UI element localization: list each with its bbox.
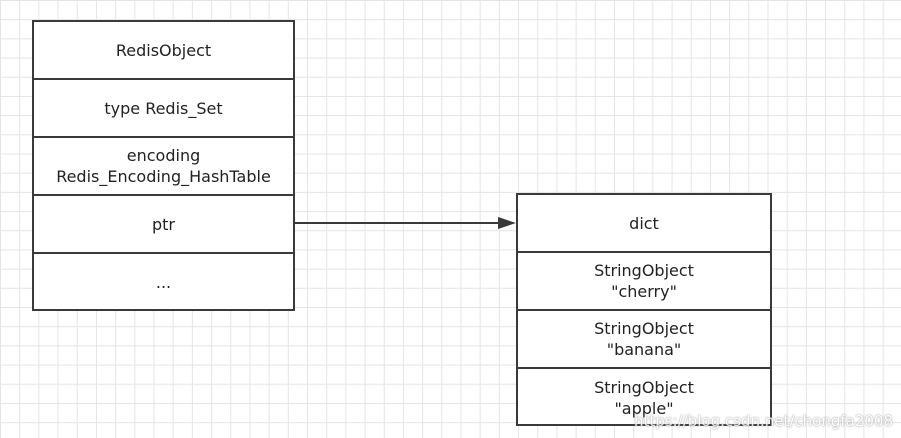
dict-box: dict StringObject "cherry" StringObject … [516,193,772,426]
ellipsis-field-label: ... [155,273,172,292]
encoding-field-label: encoding [126,146,201,165]
dict-title: dict [629,213,659,233]
string-object-apple: StringObject "apple" [518,369,770,426]
string-object-type: StringObject [594,319,694,338]
ptr-field: ptr [34,196,293,254]
type-field-label: type Redis_Set [104,98,223,118]
string-object-type: StringObject [594,377,694,397]
watermark: https://blog.csdn.net/chongfa2008 [633,412,893,430]
string-object-value: "banana" [606,340,682,359]
ptr-field-label: ptr [151,214,175,234]
string-object-value: "cherry" [611,282,677,301]
string-object-value: "apple" [614,398,674,418]
redis-object-title: RedisObject [115,40,212,60]
type-field: type Redis_Set [34,80,293,138]
string-object-type: StringObject [594,261,694,280]
encoding-field-value: Redis_Encoding_HashTable [56,167,271,186]
string-object-banana: StringObject "banana" [518,311,770,369]
redis-object-box: RedisObject type Redis_Set encoding Redi… [32,20,295,311]
string-object-cherry: StringObject "cherry" [518,253,770,311]
encoding-field: encoding Redis_Encoding_HashTable [34,138,293,196]
ptr-arrow-head [498,217,516,229]
ellipsis-field: ... [34,254,293,311]
redis-object-header: RedisObject [34,22,293,80]
dict-header: dict [518,195,770,253]
